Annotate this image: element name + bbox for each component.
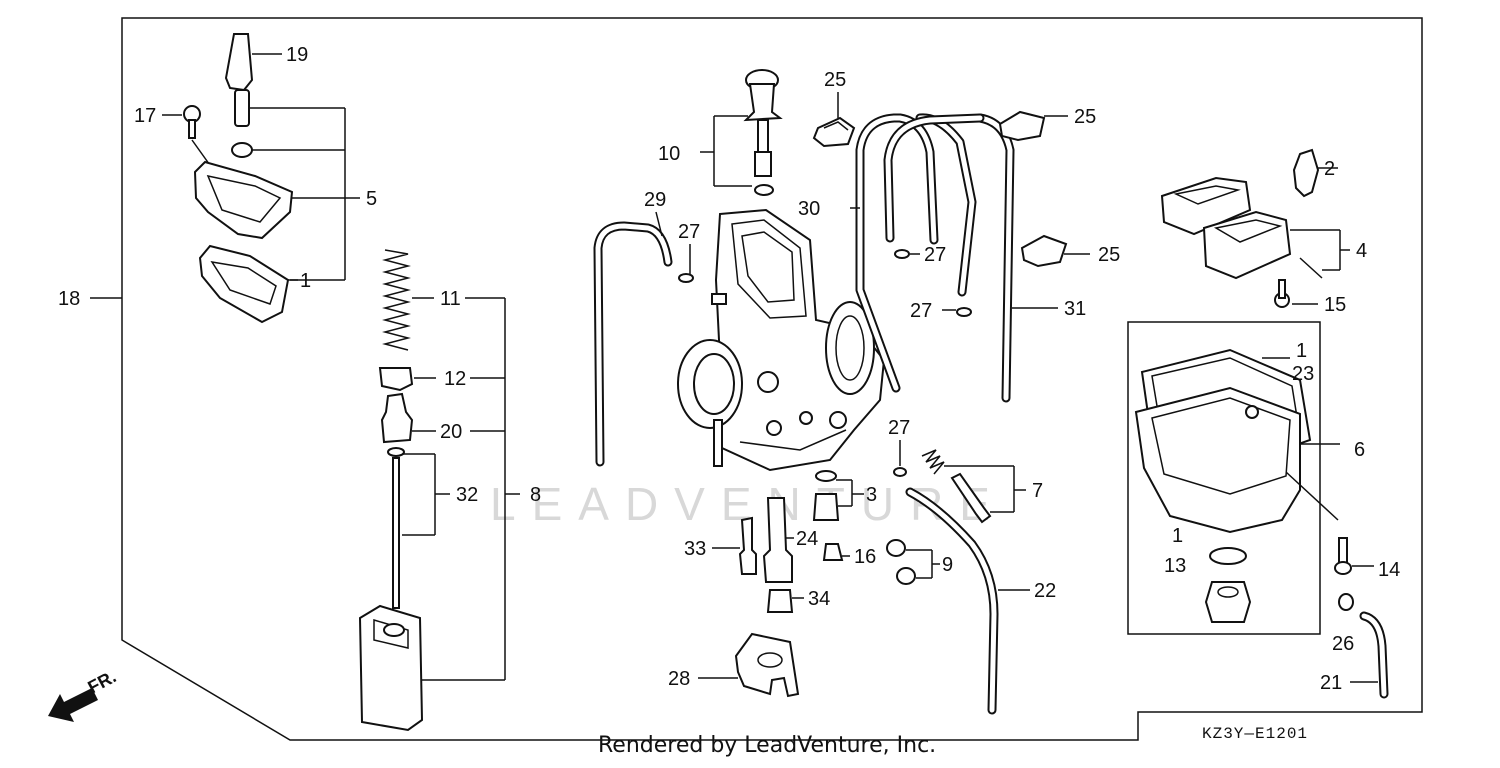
callout-28: 28 bbox=[668, 668, 690, 690]
carburetor-body bbox=[677, 208, 886, 472]
part-32-clip bbox=[387, 447, 405, 457]
callout-2: 2 bbox=[1324, 158, 1335, 180]
callout-27d: 27 bbox=[888, 417, 910, 439]
callout-21: 21 bbox=[1320, 672, 1342, 694]
part-29-vent-hose bbox=[593, 221, 673, 467]
part-drain-plug bbox=[1204, 581, 1252, 623]
callout-4: 4 bbox=[1356, 240, 1367, 262]
part-adjuster bbox=[234, 89, 250, 127]
callout-26: 26 bbox=[1332, 633, 1354, 655]
callout-27c: 27 bbox=[910, 300, 932, 322]
part-8-throttle-valve bbox=[358, 604, 424, 732]
part-19-cap bbox=[224, 33, 254, 92]
part-32-jet-needle bbox=[392, 457, 400, 609]
part-20-needle-holder bbox=[380, 392, 414, 444]
part-nut bbox=[231, 142, 253, 158]
part-25-hose-clamp-c bbox=[1020, 234, 1068, 268]
part-14-screw bbox=[1338, 537, 1348, 565]
callout-6: 6 bbox=[1354, 439, 1365, 461]
front-direction-arrow: FR. bbox=[48, 666, 119, 722]
callout-24: 24 bbox=[796, 528, 818, 550]
callout-1a: 1 bbox=[300, 270, 311, 292]
callout-16: 16 bbox=[854, 546, 876, 568]
callout-22: 22 bbox=[1034, 580, 1056, 602]
callout-29: 29 bbox=[644, 189, 666, 211]
part-24-needle-jet bbox=[762, 497, 793, 583]
part-26-clip bbox=[1338, 593, 1354, 611]
part-12-spring-seat bbox=[378, 367, 414, 392]
callout-1b: 1 bbox=[1296, 340, 1307, 362]
callout-10: 10 bbox=[658, 143, 680, 165]
part-13-o-ring bbox=[1209, 547, 1247, 565]
callout-31: 31 bbox=[1064, 298, 1086, 320]
part-33-pilot-jet bbox=[738, 516, 757, 575]
part-9-screw-a bbox=[886, 539, 906, 557]
callout-13: 13 bbox=[1164, 555, 1186, 577]
callout-12: 12 bbox=[444, 368, 466, 390]
callout-27b: 27 bbox=[924, 244, 946, 266]
callout-23: 23 bbox=[1292, 363, 1314, 385]
diagram-code: KZ3Y—E1201 bbox=[1202, 725, 1308, 743]
footer-credit: Rendered by LeadVenture, Inc. bbox=[598, 733, 936, 758]
float-bowl-subframe bbox=[1127, 321, 1321, 635]
callout-18: 18 bbox=[58, 288, 80, 310]
callout-3: 3 bbox=[866, 484, 877, 506]
callout-5: 5 bbox=[366, 188, 377, 210]
diagram-frame bbox=[121, 17, 1423, 741]
part-25-hose-clamp-b bbox=[998, 110, 1046, 142]
callout-32: 32 bbox=[456, 484, 478, 506]
part-7-spring bbox=[921, 449, 945, 475]
part-5-top-cover bbox=[193, 160, 294, 240]
part-11-spring bbox=[382, 249, 411, 351]
part-2-float-valve bbox=[1292, 148, 1320, 198]
callout-34: 34 bbox=[808, 588, 830, 610]
part-7-pilot-screw bbox=[950, 472, 992, 524]
callout-30: 30 bbox=[798, 198, 820, 220]
callout-1c: 1 bbox=[1172, 525, 1183, 547]
part-6-float-chamber bbox=[1134, 386, 1301, 534]
part-25-hose-clamp-a bbox=[812, 116, 856, 148]
part-16-slow-jet bbox=[822, 543, 844, 561]
callout-7: 7 bbox=[1032, 480, 1043, 502]
part-27-clip-d bbox=[893, 467, 907, 477]
callout-14: 14 bbox=[1378, 559, 1400, 581]
part-1-top-gasket bbox=[198, 244, 290, 324]
part-4-float-lower bbox=[1202, 210, 1292, 280]
callout-25c: 25 bbox=[1098, 244, 1120, 266]
part-28-valve-cover bbox=[734, 632, 800, 698]
part-34-jet-holder bbox=[766, 589, 794, 613]
watermark: LEADVENTURE bbox=[490, 478, 1006, 530]
callout-19: 19 bbox=[286, 44, 308, 66]
part-4-float-pin bbox=[1299, 257, 1323, 279]
part-3-main-jet bbox=[812, 493, 840, 521]
part-27-clip-b bbox=[894, 249, 910, 259]
part-27-clip-a bbox=[678, 273, 694, 283]
part-9-screw-b bbox=[896, 567, 916, 585]
callout-11: 11 bbox=[440, 288, 461, 310]
callout-17: 17 bbox=[134, 105, 156, 127]
part-3-o-ring bbox=[815, 470, 837, 482]
callout-9: 9 bbox=[942, 554, 953, 576]
callout-15: 15 bbox=[1324, 294, 1346, 316]
callout-25b: 25 bbox=[1074, 106, 1096, 128]
callout-20: 20 bbox=[440, 421, 462, 443]
callout-27a: 27 bbox=[678, 221, 700, 243]
callout-33: 33 bbox=[684, 538, 706, 560]
callout-25a: 25 bbox=[824, 69, 846, 91]
callout-8: 8 bbox=[530, 484, 541, 506]
part-27-clip-c bbox=[956, 307, 972, 317]
